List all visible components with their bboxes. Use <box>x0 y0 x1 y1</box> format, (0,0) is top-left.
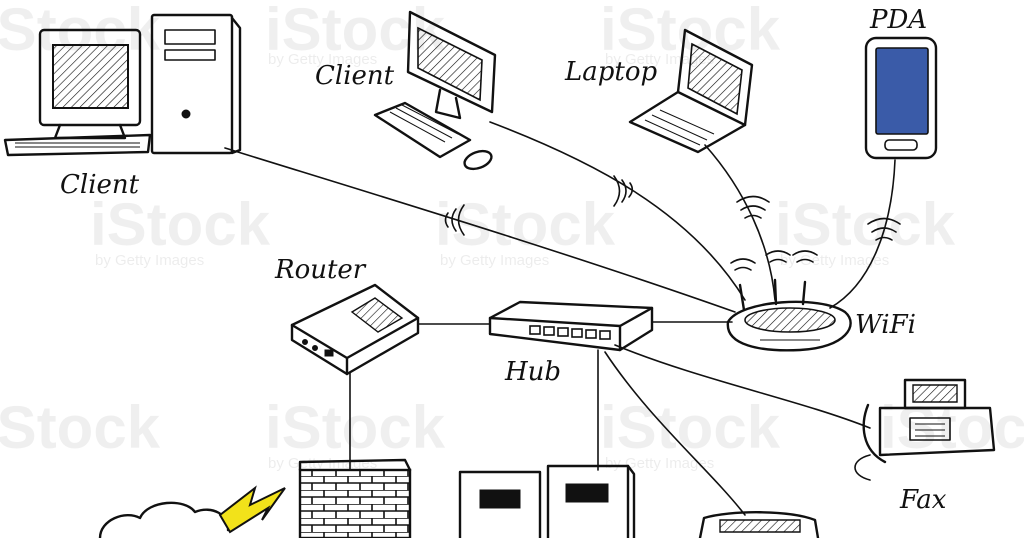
watermark-credit: by Getty Images <box>95 252 204 269</box>
wire-hub-device <box>604 351 746 516</box>
watermark-credit: by Getty Images <box>780 252 889 269</box>
network-device-bottom <box>698 511 820 538</box>
client-desktop-left <box>3 13 242 157</box>
servers <box>458 464 636 538</box>
watermark-brand: iStock <box>775 191 956 258</box>
hub <box>488 300 654 352</box>
internet-cloud <box>98 485 286 538</box>
label-router: Router <box>274 255 367 285</box>
wire-client-wifi <box>224 147 736 313</box>
wireless-signal-icon <box>444 175 901 271</box>
watermark-brand: iStock <box>90 191 271 258</box>
label-pda: PDA <box>869 5 927 35</box>
pda-screen <box>875 47 929 135</box>
label-laptop: Laptop <box>564 57 658 87</box>
watermark-brand: iStock <box>0 394 161 461</box>
watermark-brand: iStock <box>265 0 446 63</box>
wifi-router <box>726 278 852 352</box>
laptop <box>628 28 754 154</box>
wire-laptop-wifi <box>704 144 776 301</box>
client-desktop-top <box>373 10 497 171</box>
connections <box>224 121 896 516</box>
label-client-left: Client <box>60 170 140 200</box>
label-client-top: Client <box>315 61 395 91</box>
label-wifi: WiFi <box>855 310 916 340</box>
labels: Client Client Laptop PDA Router Hub WiFi… <box>60 5 947 515</box>
watermark-brand: iStock <box>265 394 446 461</box>
watermark-credit: by Getty Images <box>268 51 377 68</box>
wire-pda-wifi <box>829 159 896 309</box>
label-hub: Hub <box>504 357 561 387</box>
watermark-credit: by Getty Images <box>605 51 714 68</box>
wire-client-top-wifi <box>489 121 746 301</box>
lightning-icon <box>218 485 286 534</box>
pda <box>864 36 938 160</box>
label-fax: Fax <box>899 485 947 515</box>
watermark: iStock iStock iStock iStock iStock iStoc… <box>0 0 1024 472</box>
router <box>290 283 420 376</box>
firewall <box>298 458 412 538</box>
watermark-credit: by Getty Images <box>440 252 549 269</box>
fax-machine <box>854 378 996 481</box>
watermark-credit: by Getty Images <box>605 455 714 472</box>
watermark-brand: iStock <box>600 394 781 461</box>
wire-hub-fax <box>614 344 871 429</box>
watermark-brand: iStock <box>435 191 616 258</box>
